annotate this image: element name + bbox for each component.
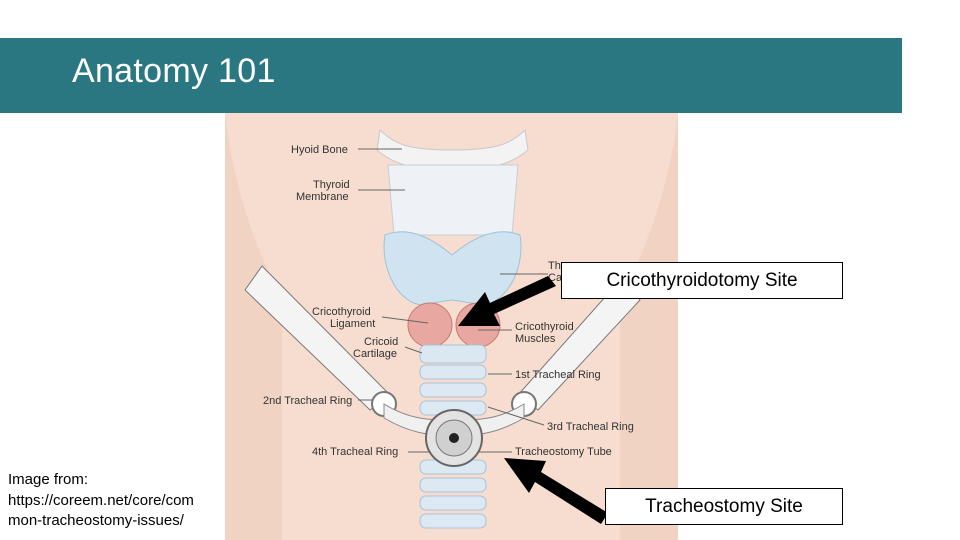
credit-line-1: Image from:	[8, 471, 89, 488]
label-tracheostomy-tube: Tracheostomy Tube	[515, 446, 612, 458]
image-credit: Image from: https://coreem.net/core/com …	[8, 470, 238, 532]
label-thyroid-cartilage-partial-1: Th	[548, 260, 561, 272]
leader-lines	[358, 148, 548, 453]
slide-title: Anatomy 101	[72, 52, 276, 90]
arrow-icon	[504, 458, 608, 524]
thyroid-cartilage	[383, 231, 522, 306]
label-thyroid-membrane-2: Membrane	[296, 191, 349, 203]
cricothyroidotomy-callout: Cricothyroidotomy Site	[561, 262, 843, 299]
neck-shadow-right	[620, 113, 678, 540]
cricothyroid-muscle-left	[407, 302, 453, 348]
thyroid-membrane	[387, 164, 519, 236]
label-cricothyroid-muscles-1: Cricothyroid	[515, 321, 574, 333]
tracheostomy-callout: Tracheostomy Site	[605, 488, 843, 525]
label-second-tracheal-ring: 2nd Tracheal Ring	[263, 395, 352, 407]
cricoid-cartilage	[419, 344, 487, 364]
label-cricothyroid-muscles-2: Muscles	[515, 333, 556, 345]
label-cricothyroid-ligament-1: Cricothyroid	[312, 306, 371, 318]
tube-lumen	[449, 433, 459, 443]
arrow-icon	[458, 276, 556, 326]
label-thyroid-membrane-1: Thyroid	[313, 179, 350, 191]
label-first-tracheal-ring: 1st Tracheal Ring	[515, 369, 601, 381]
label-cricothyroid-ligament-2: Ligament	[330, 318, 375, 330]
neck-shadow-left	[225, 113, 282, 540]
credit-line-3: mon-tracheostomy-issues/	[8, 512, 184, 529]
label-fourth-tracheal-ring: 4th Tracheal Ring	[312, 446, 398, 458]
label-third-tracheal-ring: 3rd Tracheal Ring	[547, 421, 634, 433]
label-hyoid-bone: Hyoid Bone	[291, 144, 348, 156]
label-cricoid-cartilage-1: Cricoid	[364, 336, 398, 348]
label-cricoid-cartilage-2: Cartilage	[353, 348, 397, 360]
title-bar: Anatomy 101	[0, 38, 902, 113]
trachea	[419, 364, 487, 529]
credit-line-2: https://coreem.net/core/com	[8, 491, 194, 509]
